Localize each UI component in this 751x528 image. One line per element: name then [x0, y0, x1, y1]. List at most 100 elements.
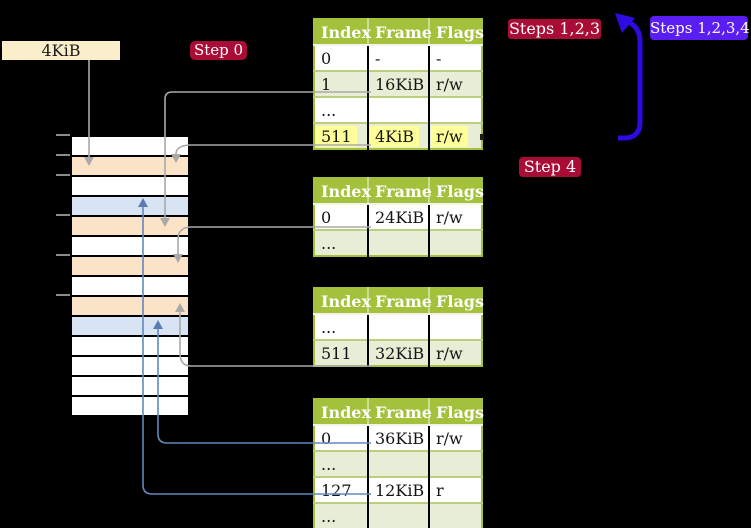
cell-index: 1: [314, 70, 369, 97]
memory-column: [70, 135, 190, 417]
cell-frame: 36KiB: [368, 425, 430, 451]
cell-frame: -: [368, 45, 430, 71]
badge-step-0: Step 0: [190, 41, 247, 60]
cell-index: 0: [314, 425, 369, 451]
badge-steps-123: Steps 1,2,3: [508, 19, 601, 39]
table-row: ...: [314, 314, 482, 340]
memory-row-peach: [72, 217, 188, 237]
table-row-highlighted: 511 4KiB r/w: [314, 122, 482, 149]
cell-flags: r/w: [429, 122, 482, 149]
col-header-frame: Frame: [368, 399, 432, 426]
col-header-frame: Frame: [368, 178, 432, 205]
cell-index: 127: [314, 476, 369, 503]
cell-text: 511: [321, 343, 352, 363]
cell-text: r/w: [436, 74, 463, 94]
cell-frame: 24KiB: [368, 204, 430, 230]
col-header-index: Index: [314, 178, 371, 205]
table-row: ...: [314, 502, 482, 528]
cell-text: ...: [321, 317, 337, 337]
cell-frame: 32KiB: [368, 339, 430, 366]
table-header-row: Index Frame Flags: [314, 178, 484, 205]
badge-step-4: Step 4: [519, 157, 581, 177]
memory-tick: [56, 294, 70, 296]
table-row: ...: [314, 229, 482, 256]
cell-flags: r/w: [429, 204, 482, 230]
badge-steps-1234: Steps 1,2,3,4: [650, 16, 750, 40]
cell-flags: r/w: [429, 339, 482, 366]
table-row: ...: [314, 96, 482, 123]
col-header-index: Index: [314, 399, 371, 426]
memory-row-peach: [72, 257, 188, 277]
memory-row-peach: [72, 297, 188, 317]
cell-frame: [368, 450, 430, 477]
cell-text: 16KiB: [375, 74, 425, 94]
cell-text: 0: [321, 428, 332, 448]
cell-text-highlighted: r/w: [431, 125, 468, 147]
table-header-row: Index Frame Flags: [314, 399, 484, 426]
cell-flags: r/w: [429, 425, 482, 451]
memory-row-white: [72, 237, 188, 257]
memory-row-white: [72, 137, 188, 157]
cell-index: 0: [314, 204, 369, 230]
memory-row-white: [72, 397, 188, 417]
memory-row-blue: [72, 197, 188, 217]
cell-index: ...: [314, 96, 369, 123]
cell-frame: [368, 229, 430, 256]
loop-arrow-head: [615, 13, 635, 33]
cell-flags: [429, 229, 482, 256]
cell-text: r/w: [436, 207, 463, 227]
cell-flags: r: [429, 476, 482, 503]
cell-text: -: [375, 48, 381, 68]
col-header-frame: Frame: [368, 19, 432, 46]
cell-text: -: [436, 48, 442, 68]
cell-text: 24KiB: [375, 207, 425, 227]
cell-text-highlighted: 4KiB: [370, 125, 420, 147]
memory-row-blue: [72, 317, 188, 337]
col-header-flags: Flags: [429, 19, 484, 46]
cell-text: ...: [321, 506, 337, 526]
page-table-2: Index Frame Flags 0 24KiB r/w ...: [313, 177, 484, 257]
cell-index: 511: [314, 122, 369, 149]
cell-text: 0: [321, 48, 332, 68]
cell-flags: [429, 502, 482, 528]
cell-frame: [368, 96, 430, 123]
memory-tick: [56, 134, 70, 136]
cell-index: ...: [314, 229, 369, 256]
table-header-row: Index Frame Flags: [314, 288, 484, 315]
cell-frame: [368, 502, 430, 528]
memory-row-peach: [72, 157, 188, 177]
table-row: 0 - -: [314, 45, 482, 71]
memory-row-white: [72, 377, 188, 397]
table-row: ...: [314, 450, 482, 477]
cell-flags: r/w: [429, 70, 482, 97]
cell-index: ...: [314, 314, 369, 340]
col-header-flags: Flags: [429, 288, 484, 315]
cell-text: r: [436, 480, 444, 500]
table-row: 127 12KiB r: [314, 476, 482, 503]
cell-frame: 4KiB: [368, 122, 430, 149]
cell-flags: -: [429, 45, 482, 71]
cell-frame: 12KiB: [368, 476, 430, 503]
cell-text: r/w: [436, 428, 463, 448]
cell-frame: [368, 314, 430, 340]
page-table-4: Index Frame Flags 0 36KiB r/w ... 127 12…: [313, 398, 484, 528]
cell-text: 127: [321, 480, 352, 500]
memory-row-white: [72, 277, 188, 297]
col-header-index: Index: [314, 288, 371, 315]
cell-text-highlighted: 511: [316, 125, 357, 147]
page-size-label: 4KiB: [2, 41, 120, 60]
cell-index: 511: [314, 339, 369, 366]
cell-text: r/w: [436, 343, 463, 363]
table-row: 511 32KiB r/w: [314, 339, 482, 366]
memory-row-white: [72, 177, 188, 197]
col-header-index: Index: [314, 19, 371, 46]
cell-flags: [429, 314, 482, 340]
col-header-flags: Flags: [429, 399, 484, 426]
table-row: 0 24KiB r/w: [314, 204, 482, 230]
memory-row-white: [72, 337, 188, 357]
cell-text: ...: [321, 454, 337, 474]
cell-text: 1: [321, 74, 332, 94]
col-header-flags: Flags: [429, 178, 484, 205]
table-header-row: Index Frame Flags: [314, 19, 484, 46]
